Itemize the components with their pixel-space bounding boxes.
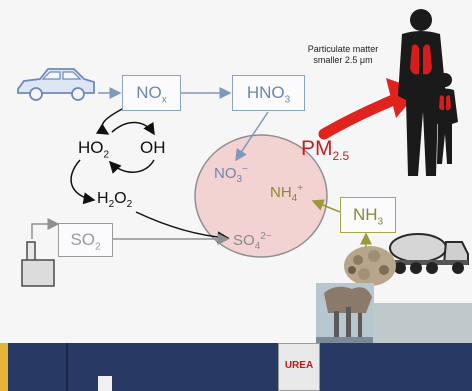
footer-divider: [66, 343, 68, 391]
arrow-cycle-bottom: [108, 159, 155, 174]
nh3-label: NH3: [352, 205, 384, 228]
no3-ion-label: NO3−: [214, 164, 248, 185]
arrow-factory-so2: [31, 218, 60, 239]
pm25-label: PM2.5: [301, 137, 350, 164]
so4-ion-label: SO42−: [233, 231, 272, 252]
ho2-label: HO2: [78, 138, 110, 161]
arrow-ho2-h2o2: [70, 159, 96, 205]
nh3-box: NH3: [340, 197, 396, 233]
hno3-box: HNO3: [232, 75, 305, 111]
hno3-label: HNO3: [246, 83, 291, 106]
nox-box: NOx: [122, 75, 181, 111]
footer-white-box: [98, 376, 112, 391]
nh4-ion-label: NH4+: [270, 183, 304, 204]
nox-label: NOx: [136, 83, 167, 106]
urea-bag: UREA: [278, 343, 320, 391]
arrow-cycle-top: [111, 121, 155, 136]
so2-label: SO2: [70, 230, 101, 253]
tanker-truck-icon: [389, 233, 469, 274]
footer-band: [0, 343, 472, 391]
arrow-h2o2-so4: [135, 211, 230, 244]
car-icon: [17, 68, 95, 101]
so2-box: SO2: [58, 223, 113, 257]
arrow-nh3-nh4: [311, 199, 341, 213]
particle-circle: [194, 134, 328, 258]
people-silhouette-icon: [398, 9, 458, 176]
footer-accent: [0, 343, 8, 391]
factory-icon: [21, 241, 55, 287]
urea-label: UREA: [284, 360, 314, 371]
factory-smoke-photo: [316, 283, 374, 353]
arrow-nox-cycle: [95, 107, 125, 135]
particulate-caption: Particulate matter smaller 2.5 μm: [307, 44, 379, 65]
h2o2-label: H2O2: [97, 190, 133, 211]
arrow-hno3-no3: [235, 111, 269, 162]
manure-spray-icon: [344, 246, 396, 286]
oh-label: OH: [140, 138, 166, 157]
